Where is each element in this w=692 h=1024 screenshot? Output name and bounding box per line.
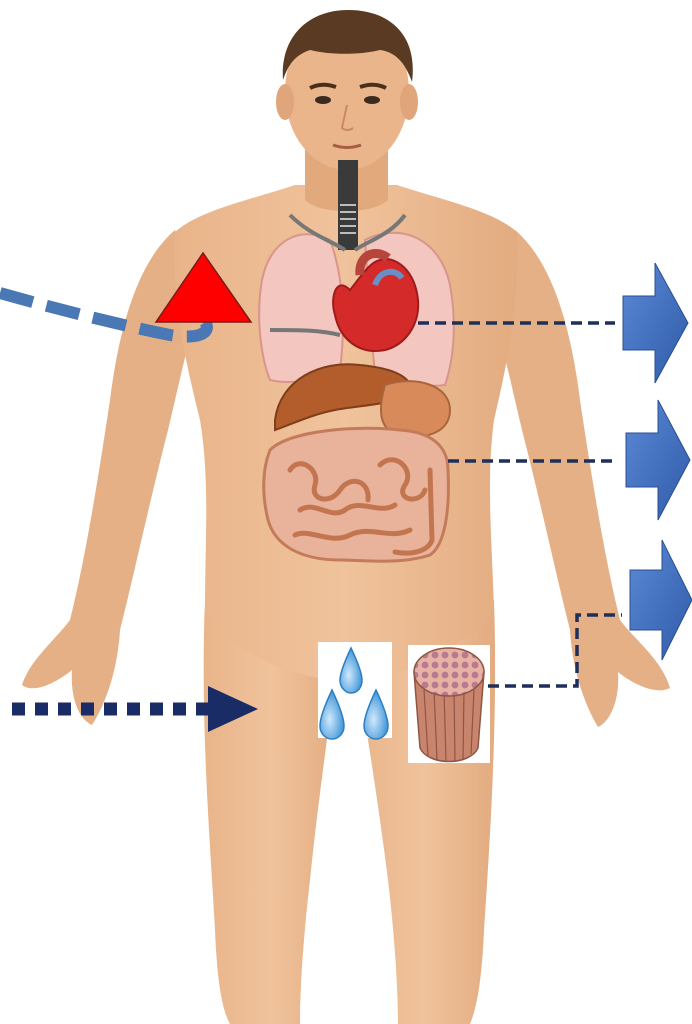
left-eye	[315, 96, 331, 104]
left-lung	[259, 234, 343, 382]
water-drops-icon	[318, 642, 392, 739]
muscle-fiber-bundle-icon	[408, 645, 490, 763]
right-eye	[364, 96, 380, 104]
bottom-dotted-arrow	[12, 686, 258, 732]
block-arrows	[623, 263, 692, 660]
left-ear	[276, 84, 294, 120]
muscle-cross-section	[414, 648, 484, 696]
block-arrow-right-heart	[623, 263, 688, 383]
right-ear	[400, 84, 418, 120]
block-arrow-right-intestine	[626, 400, 690, 520]
